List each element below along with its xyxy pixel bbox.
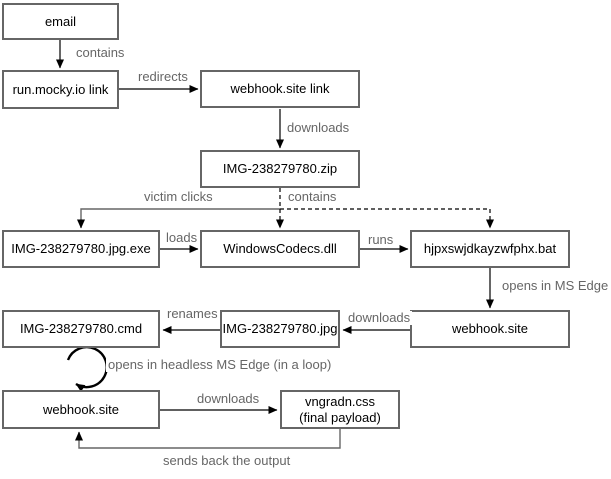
node-vngradn-css-label-line1: vngradn.css: [304, 393, 376, 409]
node-webhook-site-bottom-label: webhook.site: [43, 401, 119, 417]
node-img-jpg-exe-label: IMG-238279780.jpg.exe: [11, 241, 151, 256]
node-webhook-site-mid: webhook.site: [410, 310, 570, 348]
node-run-mocky-io-link-label: run.mocky.io link: [12, 81, 109, 97]
node-img-cmd: IMG-238279780.cmd: [2, 310, 160, 348]
node-webhook-site-mid-label: webhook.site: [452, 321, 528, 336]
node-img-zip: IMG-238279780.zip: [200, 150, 360, 188]
edge-label-loads: loads: [164, 230, 200, 245]
edge-label-redirects: redirects: [136, 69, 190, 84]
edge-label-runs: runs: [366, 232, 396, 247]
edge-label-sends-back: sends back the output: [161, 453, 293, 468]
edge-label-downloads-jpg: downloads: [346, 310, 413, 325]
node-vngradn-css-label-line2: (final payload): [299, 409, 381, 425]
node-img-cmd-label: IMG-238279780.cmd: [19, 321, 143, 336]
node-windowscodecs-dll: WindowsCodecs.dll: [200, 230, 360, 268]
node-img-zip-label: IMG-238279780.zip: [222, 161, 338, 176]
node-email: email: [2, 3, 119, 40]
node-email-label: email: [44, 13, 77, 29]
node-webhook-site-bottom: webhook.site: [2, 390, 160, 429]
edge-label-contains-top: contains: [74, 45, 127, 60]
edge-label-opens-ms-edge: opens in MS Edge: [500, 278, 611, 293]
node-img-jpg-exe: IMG-238279780.jpg.exe: [2, 230, 160, 268]
node-img-jpg: IMG-238279780.jpg: [220, 310, 340, 348]
node-run-mocky-io-link: run.mocky.io link: [2, 70, 119, 109]
edge-label-contains-zip: contains: [286, 189, 339, 204]
edge-label-renames: renames: [165, 306, 220, 321]
edge-label-victim-clicks: victim clicks: [142, 189, 215, 204]
edge-victim-clicks: [77, 208, 280, 229]
node-bat-label: hjpxswjdkayzwfphx.bat: [423, 241, 557, 256]
loop-arrow-icon: [66, 345, 108, 392]
node-webhook-site-link-label: webhook.site link: [230, 81, 330, 96]
edge-label-downloads-css: downloads: [195, 391, 262, 406]
node-windowscodecs-dll-label: WindowsCodecs.dll: [223, 241, 337, 256]
edge-label-loop: opens in headless MS Edge (in a loop): [106, 357, 334, 372]
node-webhook-site-link: webhook.site link: [200, 70, 360, 108]
edge-contains-bat: [280, 208, 494, 229]
node-img-jpg-label: IMG-238279780.jpg: [222, 321, 338, 336]
node-bat: hjpxswjdkayzwfphx.bat: [410, 230, 570, 268]
edge-label-downloads-zip: downloads: [285, 120, 352, 135]
node-vngradn-css: vngradn.css (final payload): [280, 390, 400, 429]
edge-sends-back: [75, 429, 341, 449]
